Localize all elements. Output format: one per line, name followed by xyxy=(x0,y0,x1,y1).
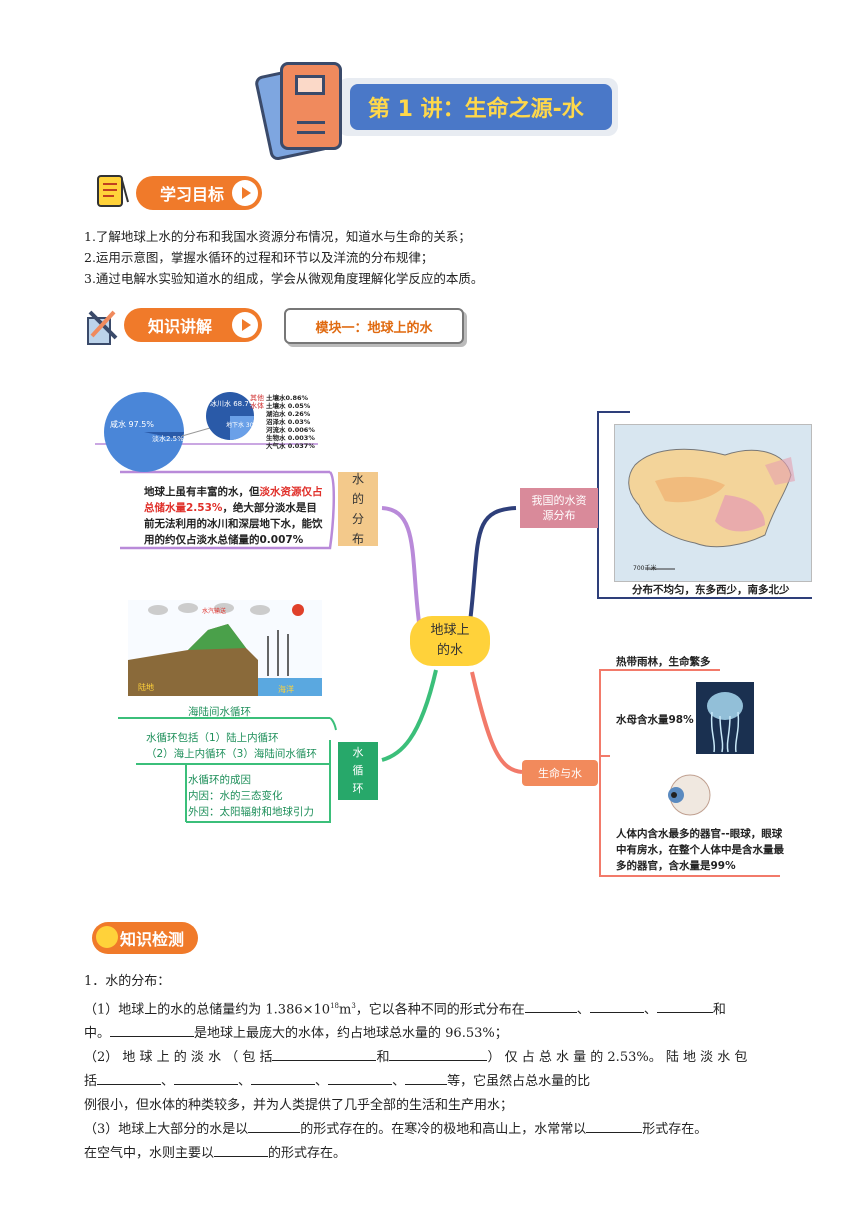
goal-item: 2.运用示意图，掌握水循环的过程和环节以及洋流的分布规律； xyxy=(84,250,434,265)
play-icon xyxy=(232,312,258,338)
blank-input[interactable] xyxy=(524,998,577,1014)
knowledge-header-label: 知识讲解 xyxy=(148,317,213,336)
section-goals-header: 学习目标 xyxy=(136,176,262,210)
map-scale: 700千米 xyxy=(633,565,657,572)
check-header-label: 知识检测 xyxy=(120,930,185,949)
mindmap-center-node: 地球上的水 xyxy=(410,616,490,666)
diagram-sea: 海洋 xyxy=(278,685,294,694)
node-water-distribution: 水的分布 xyxy=(338,472,378,546)
life-rainforest: 热带雨林，生命繁多 xyxy=(616,656,711,668)
distribution-description: 地球上虽有丰富的水，但淡水资源仅占总储水量2.53%，绝大部分淡水是目前无法利用… xyxy=(144,486,323,546)
cycle-causes: 水循环的成因 内因：水的三态变化 外因：太阳辐射和地球引力 xyxy=(188,774,314,818)
pie-label-ground: 地下水 30.06% xyxy=(226,422,269,429)
q1-p2-line3: 例很小，但水体的种类较多，并为人类提供了几乎全部的生活和生产用水； xyxy=(84,1098,514,1114)
blank-input[interactable] xyxy=(328,1070,393,1086)
china-map: 700千米 xyxy=(614,424,812,582)
lightbulb-icon xyxy=(96,926,118,948)
eye-image xyxy=(660,770,720,820)
blank-input[interactable] xyxy=(656,998,713,1014)
page-title: 第 1 讲：生命之源-水 xyxy=(350,84,612,130)
goals-header-label: 学习目标 xyxy=(160,185,225,204)
blank-input[interactable] xyxy=(110,1022,195,1038)
diagram-land: 陆地 xyxy=(138,683,154,692)
blank-input[interactable] xyxy=(405,1070,448,1086)
section-knowledge-header: 知识讲解 xyxy=(124,308,262,342)
life-jellyfish: 水母含水量98% xyxy=(616,714,694,726)
q1-title: 1．水的分布： xyxy=(84,974,171,989)
goal-item: 1.了解地球上水的分布和我国水资源分布情况，知道水与生命的关系； xyxy=(84,229,471,244)
other-water-label: 其他水体 xyxy=(250,394,264,410)
title-banner: 第 1 讲：生命之源-水 xyxy=(253,62,620,162)
node-life-water: 生命与水 xyxy=(522,760,598,786)
goal-item: 3.通过电解水实验知道水的组成，学会从微观角度理解化学反应的本质。 xyxy=(84,271,484,286)
module-title: 模块一：地球上的水 xyxy=(284,308,464,344)
blank-input[interactable] xyxy=(586,1118,643,1134)
pie-label-ice: 冰川水 68.7% xyxy=(210,400,256,408)
other-water-list: 土壤水0.86% 土壤水 0.05% 湖泊水 0.26% 沼泽水 0.03% 河… xyxy=(266,394,315,450)
cycle-types: 水循环包括（1）陆上内循环 （2）海上内循环（3）海陆间水循环 xyxy=(146,732,317,760)
water-cycle-diagram: 陆地 海洋 水汽输送 xyxy=(128,600,322,696)
water-distribution-pies: 咸水 97.5% 淡水2.5% 冰川水 68.7% 地下水 30.06% xyxy=(98,392,318,472)
tools-icon xyxy=(82,306,122,346)
section-check-header: 知识检测 xyxy=(92,922,198,954)
cycle-caption: 海陆间水循环 xyxy=(188,706,251,718)
china-caption: 分布不均匀，东多西少，南多北少 xyxy=(632,584,790,596)
diagram-tag: 水汽输送 xyxy=(202,608,227,615)
question-1: 1．水的分布： （1）地球上的水的总储量约为 1.386×1018m3，它以各种… xyxy=(84,970,784,1166)
blank-input[interactable] xyxy=(97,1070,162,1086)
blank-input[interactable] xyxy=(251,1070,316,1086)
blank-input[interactable] xyxy=(589,998,644,1014)
blank-input[interactable] xyxy=(214,1142,269,1158)
life-eye: 人体内含水最多的器官--眼球，眼球中有房水，在整个人体中是含水量最多的器官，含水… xyxy=(616,828,784,872)
node-water-cycle: 水循环 xyxy=(338,742,378,800)
scroll-icon xyxy=(92,172,132,212)
node-china-water: 我国的水资源分布 xyxy=(520,488,598,528)
pie-label-fresh: 淡水2.5% xyxy=(152,435,184,443)
pie-label-sea: 咸水 97.5% xyxy=(110,420,154,429)
blank-input[interactable] xyxy=(389,1046,488,1062)
play-icon xyxy=(232,180,258,206)
blank-input[interactable] xyxy=(174,1070,239,1086)
blank-input[interactable] xyxy=(248,1118,301,1134)
goals-list: 1.了解地球上水的分布和我国水资源分布情况，知道水与生命的关系； 2.运用示意图… xyxy=(84,226,804,289)
notebook-icon xyxy=(280,62,342,150)
blank-input[interactable] xyxy=(272,1046,377,1062)
mindmap-connectors xyxy=(95,411,812,877)
jellyfish-image xyxy=(696,682,754,754)
